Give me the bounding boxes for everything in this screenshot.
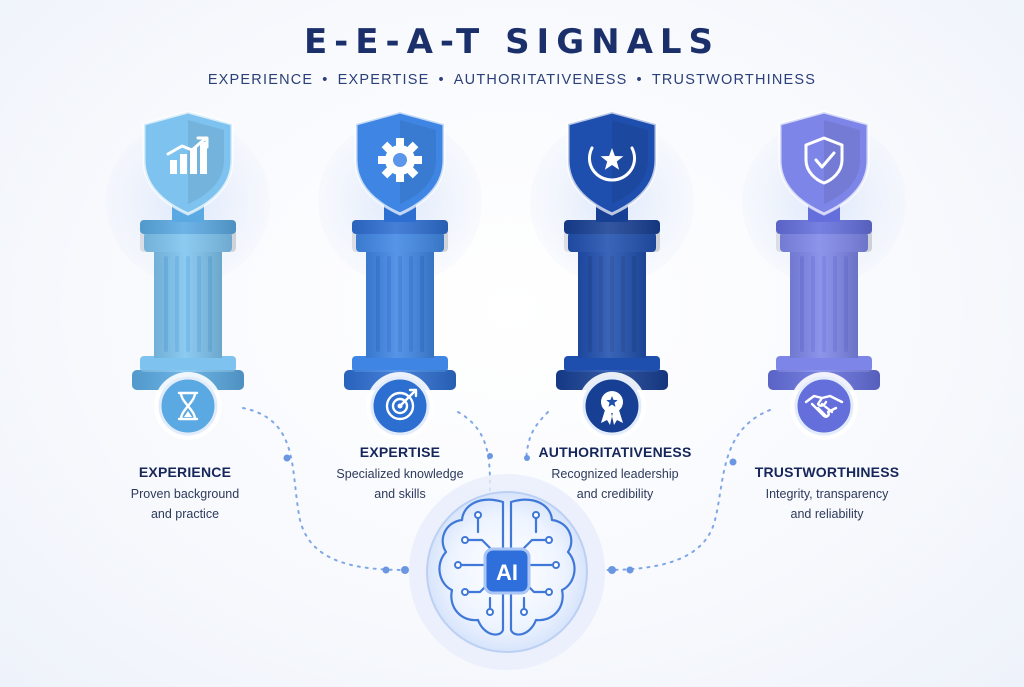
trend-line xyxy=(166,136,208,156)
pillar-desc-line2: and credibility xyxy=(576,487,654,501)
pillar-name: EXPERIENCE xyxy=(138,464,232,480)
connector-dot xyxy=(401,566,409,574)
pillar-name: AUTHORITATIVENESS xyxy=(538,444,692,460)
pillar-label-expertise: EXPERTISE Specialized knowledge and skil… xyxy=(300,444,500,504)
hourglass-frame xyxy=(177,391,199,421)
pillar-desc-line2: and reliability xyxy=(790,507,864,521)
pillar-shaft-shade xyxy=(578,250,646,358)
hourglass-icon xyxy=(177,391,199,421)
target-icon xyxy=(385,388,418,421)
pillar-expertise xyxy=(318,110,482,440)
trend-arrow xyxy=(196,136,209,149)
gear-hole xyxy=(393,153,407,167)
pillar-name: EXPERTISE xyxy=(359,444,441,460)
connector-dot xyxy=(608,566,616,574)
target-ring-inner xyxy=(391,397,409,415)
connector-dot xyxy=(729,458,737,466)
connector-dot xyxy=(487,453,493,459)
ai-brain-node: AI xyxy=(409,474,605,670)
chart-bar xyxy=(190,148,197,174)
connector-dot xyxy=(382,566,390,574)
chart-bar xyxy=(170,160,177,174)
ai-chip xyxy=(483,547,531,595)
pillar-trustworthiness xyxy=(742,110,906,440)
ai-label: AI xyxy=(496,560,518,585)
pillar-description: Proven background and practice xyxy=(85,484,285,524)
pillar-label-experience: EXPERIENCE Proven background and practic… xyxy=(85,464,285,524)
pillar-description: Integrity, transparency and reliability xyxy=(727,484,927,524)
circuit-nodes xyxy=(454,511,560,616)
connector-dot xyxy=(283,454,291,462)
gear-icon xyxy=(378,138,422,182)
shield xyxy=(142,110,234,216)
hourglass-sand xyxy=(184,411,192,417)
subtitle-separator: • xyxy=(438,72,445,88)
gear-tooth xyxy=(396,173,404,182)
handshake-icon xyxy=(804,394,844,418)
pillar-desc-line2: and practice xyxy=(150,507,220,521)
subtitle-experience: EXPERIENCE xyxy=(207,72,314,88)
page-subtitle: EXPERIENCE • EXPERTISE • AUTHORITATIVENESS • T… xyxy=(0,72,1024,88)
pillar-name: TRUSTWORTHINESS xyxy=(754,464,900,480)
pillar-capital-shade xyxy=(776,220,872,252)
chart-bar xyxy=(180,154,187,174)
connector-dots xyxy=(283,453,737,574)
page-title: E-E-A-T SIGNALS xyxy=(303,22,721,62)
star xyxy=(600,148,624,170)
connector-experience xyxy=(242,407,406,571)
shield-outline xyxy=(804,136,844,185)
pillar-capital-shade xyxy=(140,220,236,252)
subtitle-authoritativeness: AUTHORITATIVENESS xyxy=(453,72,628,88)
award-ribbon-icon xyxy=(601,391,623,425)
laurel-right xyxy=(610,146,636,182)
growth-chart-icon xyxy=(166,136,209,174)
connector-dot xyxy=(524,455,530,461)
chart-bar xyxy=(200,142,207,174)
shield-shade xyxy=(612,120,648,204)
shield-check-icon xyxy=(804,136,844,185)
pillar-capital-shade xyxy=(564,220,660,252)
pillar-desc-line1: Recognized leadership xyxy=(551,467,679,481)
gear-tooth xyxy=(378,156,387,164)
target-arrow xyxy=(398,388,418,408)
check-mark xyxy=(814,151,836,169)
pillar-description: Recognized leadership and credibility xyxy=(515,464,715,504)
pillar-desc-line1: Proven background xyxy=(130,487,240,501)
handshake-hands xyxy=(804,394,844,418)
subtitle-trustworthiness: TRUSTWORTHINESS xyxy=(651,72,817,88)
gear-tooth xyxy=(413,156,422,164)
subtitle-separator: • xyxy=(322,72,329,88)
pillar-capital-shade xyxy=(352,220,448,252)
pillar-label-authoritativeness: AUTHORITATIVENESS Recognized leadership … xyxy=(515,444,715,504)
medal-star xyxy=(606,396,618,407)
pillar-experience xyxy=(106,110,270,440)
pillar-base-top xyxy=(564,356,660,372)
subtitle-expertise: EXPERTISE xyxy=(337,72,430,88)
ribbon-tails xyxy=(601,410,623,425)
pillar-shaft-shade xyxy=(154,250,222,358)
connector-dot xyxy=(626,566,634,574)
target-ring-outer xyxy=(385,391,415,421)
pillar-desc-line1: Integrity, transparency xyxy=(765,487,889,501)
pillar-base-top xyxy=(140,356,236,372)
pillar-label-trustworthiness: TRUSTWORTHINESS Integrity, transparency … xyxy=(727,464,927,524)
pillar-desc-line1: Specialized knowledge xyxy=(336,467,464,481)
connector-trustworthiness xyxy=(604,409,771,571)
pillar-base-top xyxy=(352,356,448,372)
pillar-shaft-shade xyxy=(790,250,858,358)
pillar-authoritativeness xyxy=(530,110,694,440)
laurel-left xyxy=(588,146,614,182)
pillar-description: Specialized knowledge and skills xyxy=(300,464,500,504)
pillar-desc-line2: and skills xyxy=(374,487,426,501)
pillar-shaft-shade xyxy=(366,250,434,358)
laurel-star-icon xyxy=(588,146,636,182)
subtitle-separator: • xyxy=(636,72,643,88)
gear-tooth xyxy=(396,138,404,147)
pillar-base-top xyxy=(776,356,872,372)
